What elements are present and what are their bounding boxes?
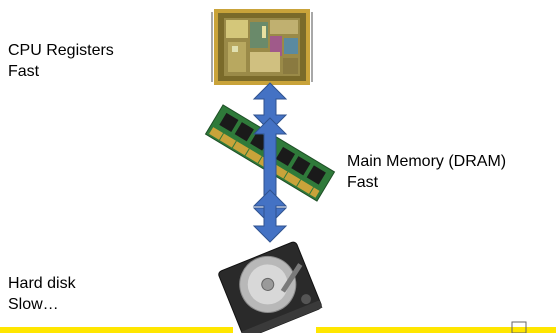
corner-icon xyxy=(511,321,527,333)
memory-speed: Fast xyxy=(347,174,379,191)
cpu-title: CPU Registers xyxy=(8,42,114,59)
cpu-speed: Fast xyxy=(8,63,40,80)
memory-title: Main Memory (DRAM) xyxy=(347,153,507,170)
arrow-memory-disk xyxy=(252,189,288,243)
disk-title: Hard disk xyxy=(8,275,76,292)
hard-disk-label: Hard disk Slow… xyxy=(8,273,76,315)
cpu-registers-label: CPU Registers Fast xyxy=(8,40,114,82)
disk-speed: Slow… xyxy=(8,296,59,313)
main-memory-label: Main Memory (DRAM) Fast xyxy=(347,151,506,193)
